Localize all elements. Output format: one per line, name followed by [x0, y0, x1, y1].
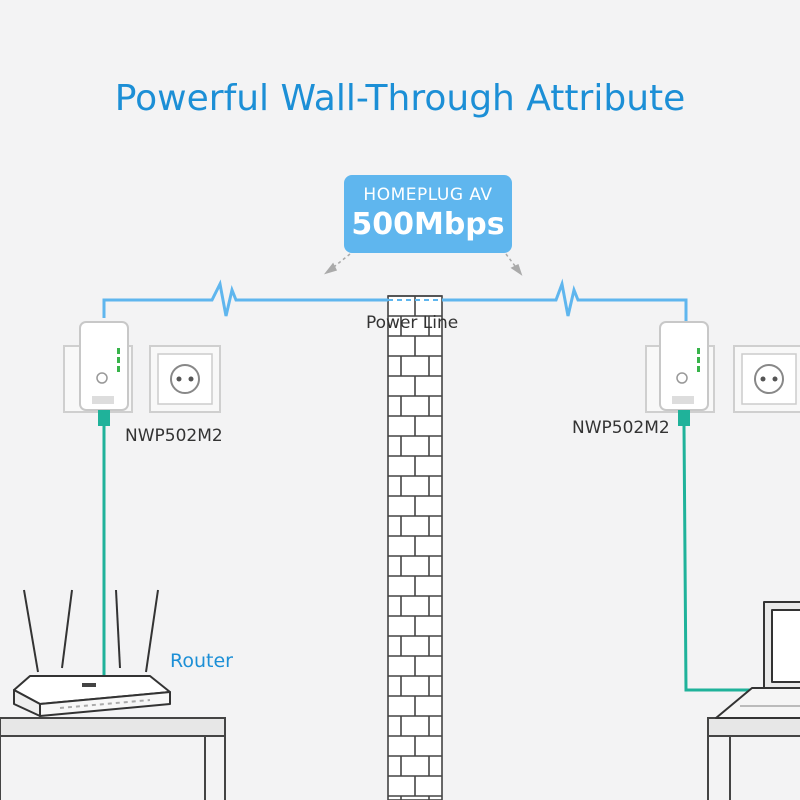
left-device-label: NWP502M2 [125, 426, 223, 446]
left-table [0, 717, 226, 800]
power-line-label: Power Line [366, 313, 459, 333]
right-powerline-adapter [659, 321, 709, 426]
right-table [707, 717, 800, 800]
right-wall-socket [645, 345, 800, 413]
laptop [715, 601, 800, 719]
router-label: Router [170, 650, 233, 672]
callout-arrows [323, 253, 523, 276]
ethernet-cables [102, 425, 752, 692]
callout-standard: HOMEPLUG AV [363, 185, 493, 205]
router [13, 589, 171, 717]
callout-speed: 500Mbps [351, 207, 505, 242]
left-powerline-adapter [79, 321, 129, 426]
right-device-label: NWP502M2 [572, 418, 670, 438]
power-line [102, 278, 688, 322]
homeplug-callout: HOMEPLUG AV 500Mbps [344, 175, 512, 253]
page-title: Powerful Wall-Through Attribute [114, 78, 686, 119]
brick-wall [387, 295, 443, 800]
